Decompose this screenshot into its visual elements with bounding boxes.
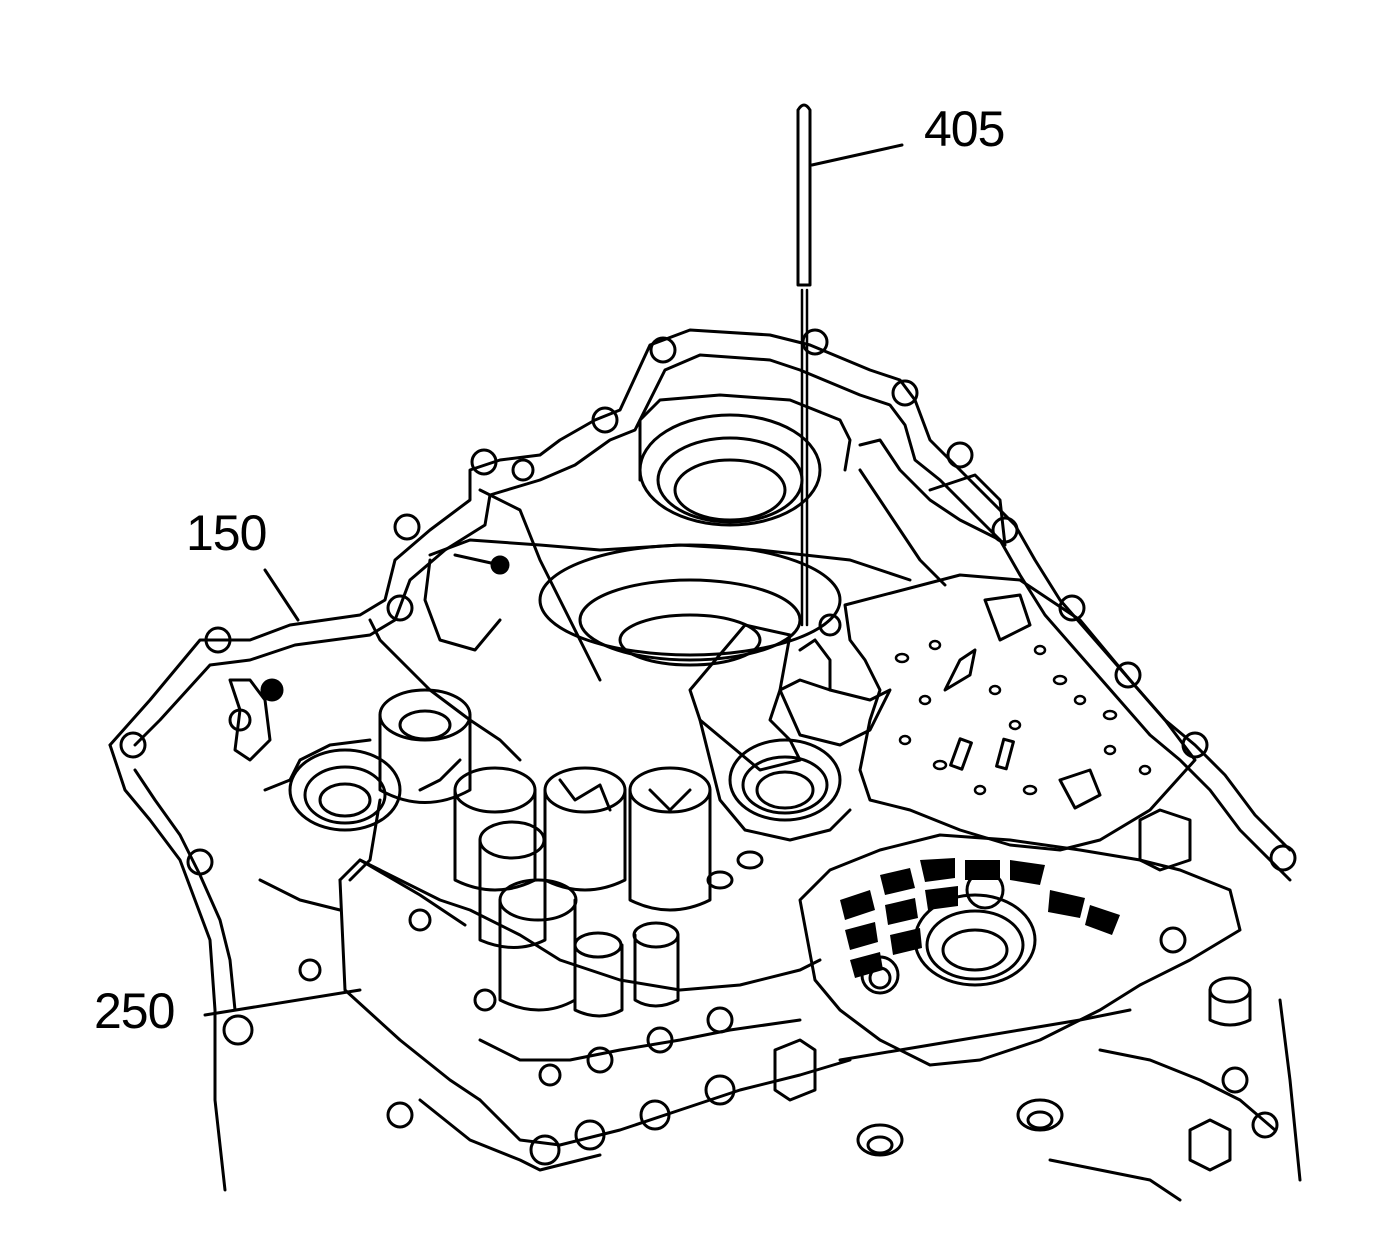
callout-405: 405 — [924, 101, 1005, 157]
solenoid-cylinders — [348, 688, 764, 1018]
solenoid-block — [338, 858, 852, 1172]
leader-405 — [810, 143, 904, 167]
callout-250: 250 — [94, 983, 175, 1039]
tool-405-pin — [796, 103, 812, 627]
lower-cover-grid — [798, 808, 1242, 1067]
left-pocket-bearing — [228, 618, 522, 912]
upper-housing-bores — [423, 393, 1007, 682]
callout-150: 150 — [186, 505, 267, 561]
leader-250 — [203, 988, 362, 1017]
leader-150 — [263, 568, 300, 622]
case-flange-outline — [108, 328, 1292, 1192]
lower-case-body — [838, 976, 1302, 1202]
leader-lines — [203, 143, 904, 1017]
valve-body-plate — [843, 573, 1197, 852]
detent-lever-plate — [688, 613, 892, 842]
